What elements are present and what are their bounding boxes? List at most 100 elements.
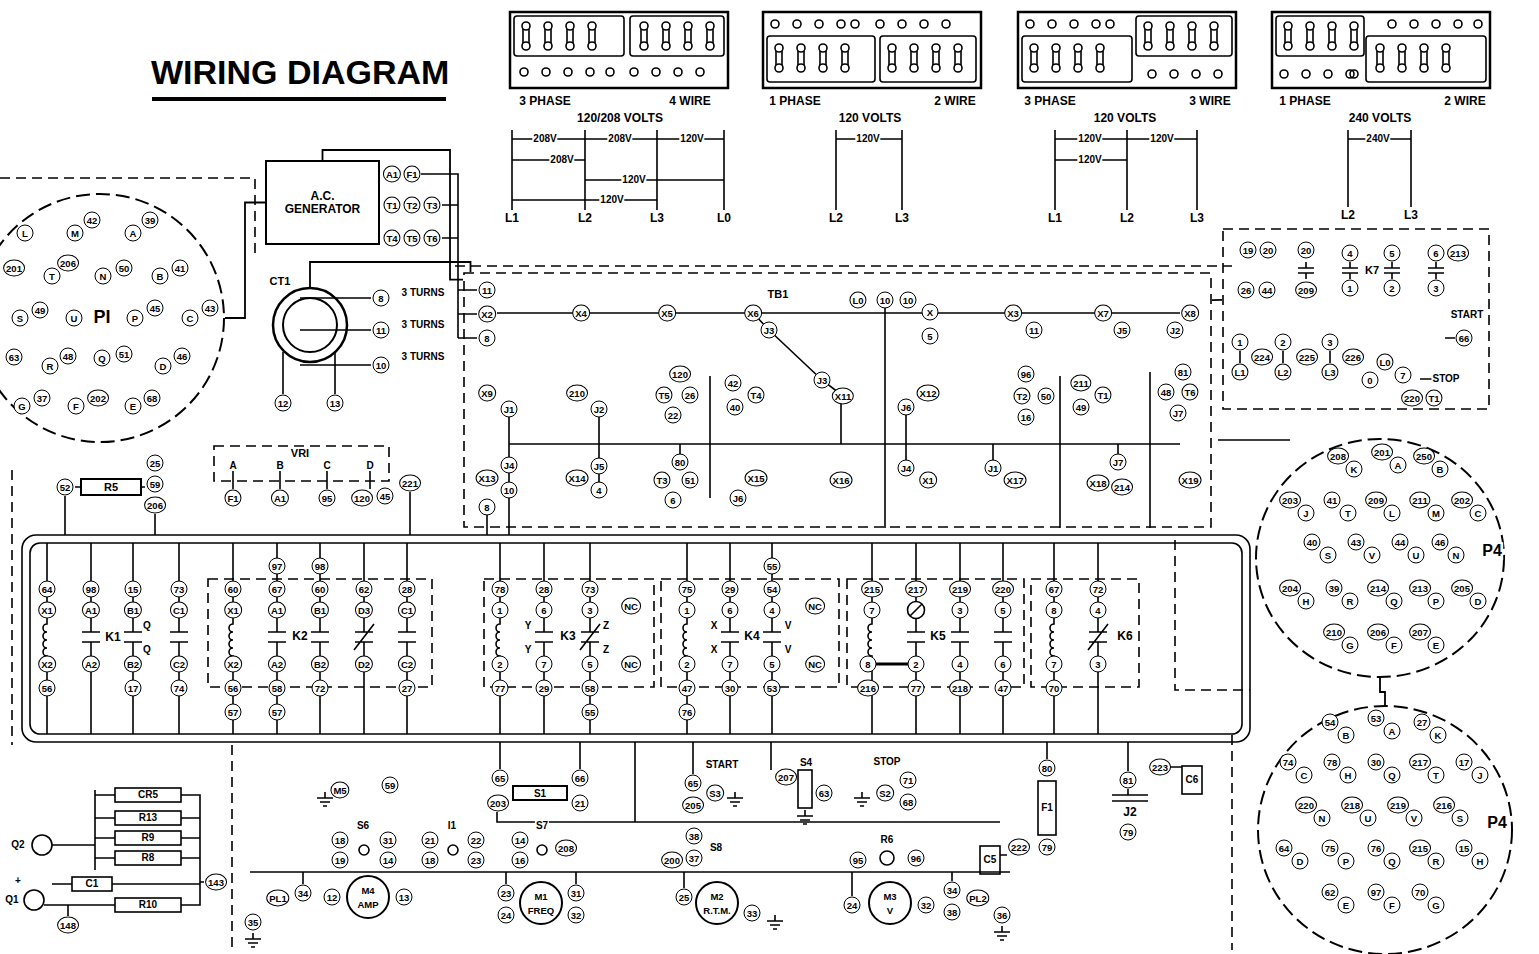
terminal-number: 37 xyxy=(686,850,703,867)
terminal-number: 216 xyxy=(857,680,879,697)
terminal-number: 76 xyxy=(679,704,696,721)
terminal-number: 79 xyxy=(1120,824,1137,841)
terminal-number: 21 xyxy=(572,795,589,812)
terminal-number: 28 xyxy=(399,581,416,598)
callout-label: R10 xyxy=(138,900,158,910)
terminal-number: 76 xyxy=(1368,840,1385,857)
terminal-number: J1 xyxy=(501,401,518,418)
relay-box: K6 xyxy=(1030,578,1140,688)
terminal-number: C xyxy=(182,310,199,327)
terminal-number: 31 xyxy=(568,885,585,902)
node-label: TB1 xyxy=(767,288,790,300)
terminal-number: K xyxy=(1430,727,1447,744)
terminal-number: 64 xyxy=(39,581,56,598)
terminal-number: 210 xyxy=(566,385,588,402)
terminal-number: B1 xyxy=(311,602,329,619)
terminal-number: 74 xyxy=(171,680,188,697)
terminal-number: J2 xyxy=(591,401,608,418)
terminal-number: 48 xyxy=(60,348,77,365)
terminal-number: X5 xyxy=(658,305,676,322)
callout-label: 120 VOLTS xyxy=(837,111,903,125)
terminal-number: 72 xyxy=(312,680,329,697)
terminal-number: U xyxy=(1360,810,1377,827)
node-label: R5 xyxy=(103,481,119,493)
terminal-number: 221 xyxy=(399,475,421,492)
terminal-number: 97 xyxy=(1368,884,1385,901)
terminal-number: T3 xyxy=(423,197,440,214)
callout-label: V xyxy=(784,645,793,655)
callout-label: Q xyxy=(142,645,152,655)
terminal-number: 37 xyxy=(34,390,51,407)
terminal-number: 6 xyxy=(1428,245,1445,262)
terminal-number: 219 xyxy=(1387,797,1409,814)
terminal-number: 211 xyxy=(1409,492,1430,509)
node-label: K5 xyxy=(929,630,946,643)
terminal-number: 218 xyxy=(1341,797,1363,814)
cable-harness xyxy=(30,543,1242,734)
terminal-number: 78 xyxy=(492,581,509,598)
terminal-number: X6 xyxy=(744,305,762,322)
terminal-number: X11 xyxy=(832,388,854,405)
node-border xyxy=(266,161,379,244)
callout-label: 2 WIRE xyxy=(1442,94,1487,108)
terminal-number: 209 xyxy=(1295,282,1317,299)
terminal-number: 14 xyxy=(380,852,397,869)
callout-label: R9 xyxy=(141,833,156,843)
terminal-number: B2 xyxy=(124,656,142,673)
terminal-number: 35 xyxy=(245,914,262,931)
terminal-number: 12 xyxy=(324,889,341,906)
terminal-number: 41 xyxy=(172,260,189,277)
terminal-number: X2 xyxy=(224,656,242,673)
node-border xyxy=(81,479,141,495)
terminal-number: 25 xyxy=(147,455,164,472)
callout-label: Q1 xyxy=(4,895,19,905)
terminal-number: J5 xyxy=(1114,322,1131,339)
node-label: CT1 xyxy=(269,275,292,287)
terminal-number: 224 xyxy=(1251,349,1273,366)
terminal-number: 24 xyxy=(498,907,515,924)
node-border xyxy=(0,194,224,442)
terminal-number: T3 xyxy=(653,472,670,489)
capacitor-symbol xyxy=(980,846,1000,874)
terminal-number: N xyxy=(1314,810,1331,827)
terminal-number: 63 xyxy=(816,785,833,802)
terminal-number: H xyxy=(1298,593,1315,610)
terminal-number: 215 xyxy=(861,581,883,598)
terminal-number: L0 xyxy=(849,292,866,309)
terminal-number: 65 xyxy=(492,770,509,787)
terminal-number: 66 xyxy=(572,770,589,787)
terminal-number: T6 xyxy=(423,230,440,247)
terminal-number: 3 xyxy=(952,602,969,619)
switch-box: S1 xyxy=(512,785,568,801)
diagram-title: WIRING DIAGRAM xyxy=(151,55,449,89)
terminal-number: 208 xyxy=(1327,448,1349,465)
terminal-number: 70 xyxy=(1412,884,1429,901)
terminal-number: 222 xyxy=(1008,839,1030,856)
terminal-number: 204 xyxy=(1279,580,1301,597)
terminal-number: F xyxy=(1386,637,1403,654)
terminal-number: 80 xyxy=(1039,760,1056,777)
terminal-number: T1 xyxy=(1425,390,1442,407)
terminal-number: 54 xyxy=(764,581,781,598)
terminal-number: 4 xyxy=(1090,602,1107,619)
terminal-number: 12 xyxy=(275,395,292,412)
title-underline xyxy=(152,97,446,101)
terminal-number: 17 xyxy=(125,680,142,697)
terminal-number: P xyxy=(1338,853,1355,870)
switch-symbol xyxy=(448,845,458,855)
callout-label: START xyxy=(1450,310,1485,320)
meter-circle: M1FREQ xyxy=(519,881,563,925)
terminal-number: 68 xyxy=(144,390,161,407)
terminal-number: 47 xyxy=(995,680,1012,697)
terminal-number: 2 xyxy=(1384,280,1401,297)
terminal-number: 218 xyxy=(949,680,971,697)
terminal-number: 53 xyxy=(764,680,781,697)
terminal-number: 96 xyxy=(1018,366,1035,383)
terminal-number: F xyxy=(68,398,85,415)
terminal-number: T2 xyxy=(1013,388,1030,405)
terminal-number: 71 xyxy=(900,772,917,789)
callout-label: L3 xyxy=(1402,208,1420,222)
terminal-number: 13 xyxy=(327,395,344,412)
callout-label: 208V xyxy=(549,155,574,165)
callout-label: L1 xyxy=(503,211,521,225)
